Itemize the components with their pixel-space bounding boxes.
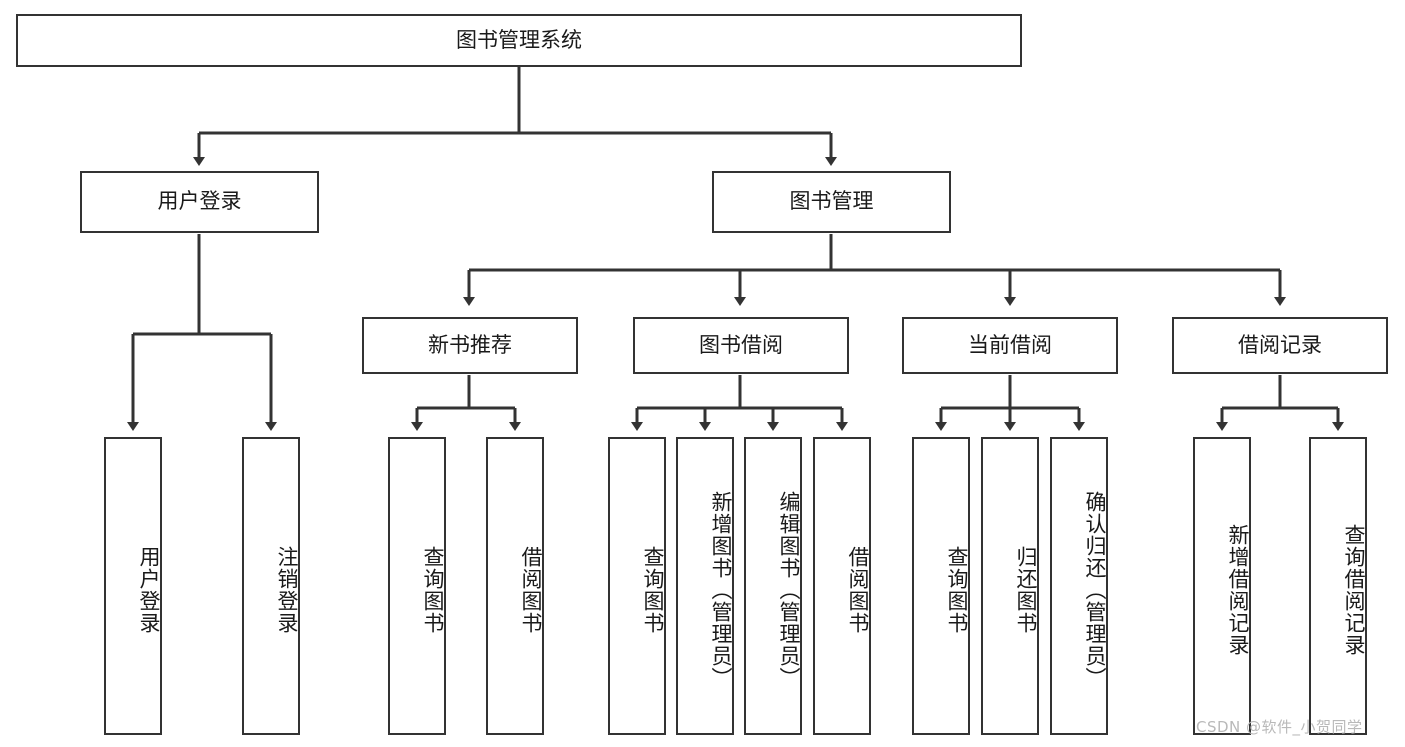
leaf-borrow-edit-book-label: 编辑图书（管理员） (777, 491, 801, 689)
node-book-borrow[interactable]: 图书借阅 (633, 317, 849, 374)
leaf-user-login-login-label: 用户登录 (137, 546, 161, 634)
leaf-borrow-borrow-book[interactable]: 借阅图书 (813, 437, 871, 735)
node-current-borrow[interactable]: 当前借阅 (902, 317, 1118, 374)
node-root-system[interactable]: 图书管理系统 (16, 14, 1022, 67)
node-borrow-record-label: 借阅记录 (1238, 332, 1322, 357)
leaf-record-add-record[interactable]: 新增借阅记录 (1193, 437, 1251, 735)
node-book-management[interactable]: 图书管理 (712, 171, 951, 233)
leaf-record-query-record[interactable]: 查询借阅记录 (1309, 437, 1367, 735)
leaf-borrow-edit-book[interactable]: 编辑图书（管理员） (744, 437, 802, 735)
leaf-current-return-book[interactable]: 归还图书 (981, 437, 1039, 735)
node-borrow-record[interactable]: 借阅记录 (1172, 317, 1388, 374)
leaf-recommend-borrow-book[interactable]: 借阅图书 (486, 437, 544, 735)
node-book-management-label: 图书管理 (789, 189, 874, 214)
node-new-book-recommend[interactable]: 新书推荐 (362, 317, 578, 374)
leaf-borrow-query-book[interactable]: 查询图书 (608, 437, 666, 735)
leaf-record-add-record-label: 新增借阅记录 (1226, 524, 1250, 656)
leaf-user-login-logout[interactable]: 注销登录 (242, 437, 300, 735)
leaf-current-return-book-label: 归还图书 (1014, 546, 1038, 634)
node-book-borrow-label: 图书借阅 (699, 332, 783, 357)
csdn-watermark: CSDN @软件_小贺同学 (1196, 718, 1363, 736)
leaf-borrow-borrow-book-label: 借阅图书 (846, 546, 870, 634)
node-user-login-label: 用户登录 (157, 189, 242, 214)
leaf-recommend-borrow-book-label: 借阅图书 (519, 546, 543, 634)
leaf-current-confirm-return[interactable]: 确认归还（管理员） (1050, 437, 1108, 735)
leaf-current-query-book[interactable]: 查询图书 (912, 437, 970, 735)
leaf-current-query-book-label: 查询图书 (945, 546, 969, 634)
leaf-record-query-record-label: 查询借阅记录 (1342, 524, 1366, 656)
leaf-borrow-query-book-label: 查询图书 (641, 546, 665, 634)
node-root-system-label: 图书管理系统 (456, 27, 582, 52)
node-user-login[interactable]: 用户登录 (80, 171, 319, 233)
leaf-user-login-login[interactable]: 用户登录 (104, 437, 162, 735)
leaf-current-confirm-return-label: 确认归还（管理员） (1083, 491, 1107, 689)
leaf-borrow-add-book[interactable]: 新增图书（管理员） (676, 437, 734, 735)
leaf-borrow-add-book-label: 新增图书（管理员） (709, 491, 733, 689)
leaf-user-login-logout-label: 注销登录 (275, 546, 299, 634)
node-current-borrow-label: 当前借阅 (968, 332, 1052, 357)
node-new-book-recommend-label: 新书推荐 (428, 332, 512, 357)
leaf-recommend-query-book[interactable]: 查询图书 (388, 437, 446, 735)
leaf-recommend-query-book-label: 查询图书 (421, 546, 445, 634)
